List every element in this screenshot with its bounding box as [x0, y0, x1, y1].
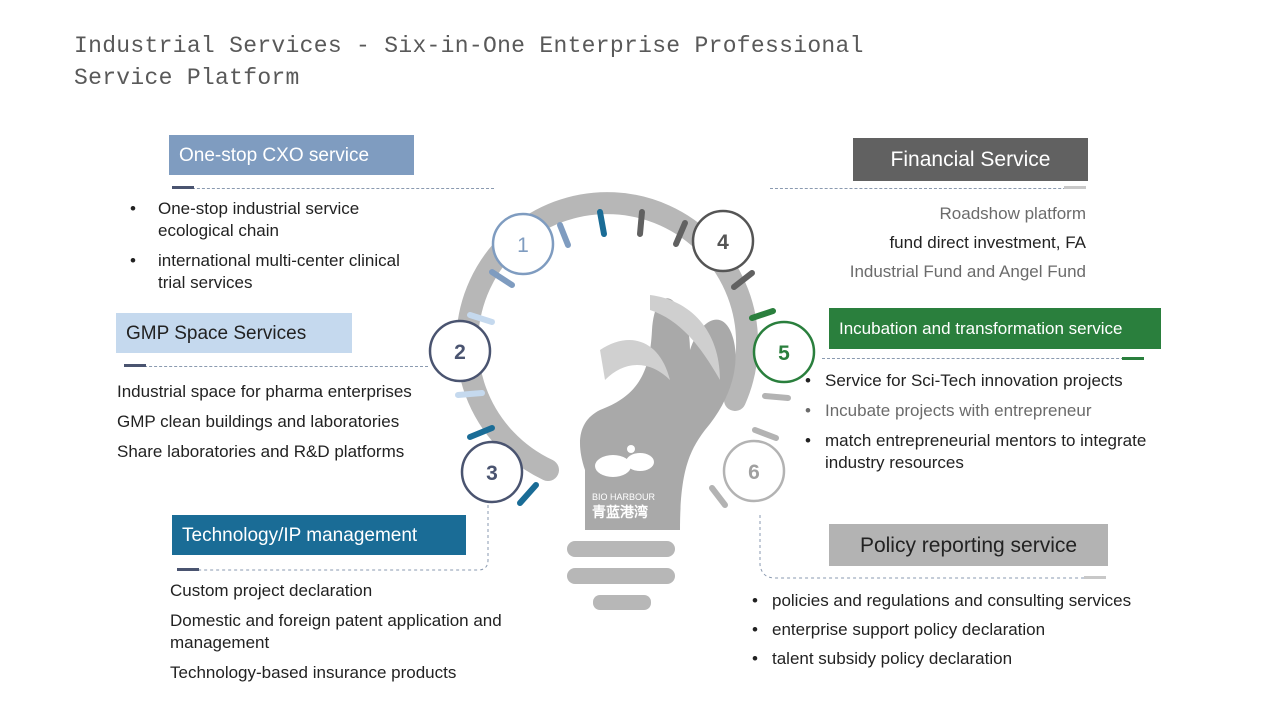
tech-header-label: Technology/IP management: [182, 524, 418, 546]
circle-5: [752, 320, 816, 384]
financial-header-label: Financial Service: [890, 148, 1051, 171]
incubation-header-label: Incubation and transformation service: [839, 319, 1123, 338]
cxo-header-label: One-stop CXO service: [179, 144, 370, 166]
list-item: Service for Sci-Tech innovation projects: [803, 370, 1193, 392]
circle-1: [491, 212, 555, 276]
financial-divider: [770, 188, 1086, 189]
tech-tick: [177, 568, 199, 571]
circle-number-5: 5: [778, 342, 790, 365]
financial-header: Financial Service: [853, 138, 1088, 181]
circle-number-6: 6: [748, 461, 760, 484]
bulb-base-bar-1: [567, 541, 675, 557]
list-item: Incubate projects with entrepreneur: [803, 400, 1193, 422]
financial-list: Roadshow platform fund direct investment…: [830, 203, 1086, 283]
ray-13: [467, 425, 495, 440]
incubation-list: Service for Sci-Tech innovation projects…: [803, 370, 1193, 474]
ray-11: [467, 312, 495, 325]
bulb-rays: [455, 209, 791, 508]
policy-list: policies and regulations and consulting …: [750, 590, 1220, 670]
list-item: international multi-center clinical tria…: [120, 250, 420, 294]
policy-header: Policy reporting service: [829, 524, 1108, 566]
list-item: enterprise support policy declaration: [750, 619, 1220, 641]
policy-header-label: Policy reporting service: [859, 533, 1078, 557]
ray-1: [557, 222, 571, 248]
list-item: Domestic and foreign patent application …: [170, 611, 502, 652]
circle-number-2: 2: [454, 341, 466, 364]
gmp-tick: [124, 364, 146, 367]
bulb-inner-wave: [600, 340, 670, 380]
list-item: talent subsidy policy declaration: [750, 648, 1220, 670]
tech-list: Custom project declaration Domestic and …: [170, 580, 510, 684]
logo-text-cn: 青蓝港湾: [592, 504, 648, 521]
logo-text-en: BIO HARBOUR: [592, 492, 656, 502]
circle-number-3: 3: [486, 462, 498, 485]
list-item: fund direct investment, FA: [889, 233, 1086, 252]
cxo-list: One-stop industrial service ecological c…: [120, 198, 420, 294]
ray-8: [752, 427, 779, 441]
bulb-inner-wave-2: [650, 295, 720, 380]
ray-6: [749, 308, 776, 321]
list-item: Custom project declaration: [170, 581, 373, 600]
gmp-header-label: GMP Space Services: [126, 322, 307, 344]
connector-3-tech: [185, 505, 489, 571]
incubation-header: Incubation and transformation service: [829, 308, 1161, 349]
list-item: Technology-based insurance products: [170, 663, 457, 682]
circle-3: [460, 440, 524, 504]
ray-14: [517, 482, 539, 506]
ray-12: [455, 390, 485, 398]
list-item: Industrial Fund and Angel Fund: [849, 262, 1086, 281]
list-item: Industrial space for pharma enterprises: [117, 382, 412, 401]
ray-4: [673, 220, 688, 247]
connector-6-policy: [759, 515, 1100, 579]
ray-7: [762, 393, 791, 401]
bulb-base-bar-2: [567, 568, 675, 584]
ray-5: [731, 270, 755, 290]
gmp-header: GMP Space Services: [116, 313, 352, 353]
gmp-divider: [124, 366, 428, 367]
bio-harbour-logo-mark: [595, 445, 654, 477]
cxo-divider: [172, 188, 494, 189]
bulb-base-bar-3: [593, 595, 651, 610]
incubation-tick: [1122, 357, 1144, 360]
list-item: GMP clean buildings and laboratories: [117, 412, 400, 431]
financial-tick: [1064, 186, 1086, 189]
circle-2: [428, 319, 492, 383]
page-title: Industrial Services - Six-in-One Enterpr…: [74, 33, 864, 91]
cxo-header: One-stop CXO service: [169, 135, 414, 175]
ray-2: [597, 209, 607, 237]
policy-tick: [1084, 576, 1106, 579]
ray-3: [637, 209, 645, 237]
list-item: match entrepreneurial mentors to integra…: [803, 430, 1193, 474]
list-item: Roadshow platform: [939, 204, 1086, 223]
circle-6: [722, 439, 786, 503]
list-item: One-stop industrial service ecological c…: [120, 198, 420, 242]
circle-4: [691, 209, 755, 273]
circle-number-4: 4: [717, 231, 729, 254]
bulb-ring: [456, 192, 759, 481]
list-item: policies and regulations and consulting …: [750, 590, 1220, 612]
list-item: Share laboratories and R&D platforms: [117, 442, 405, 461]
ray-9: [709, 485, 728, 508]
circle-number-1: 1: [517, 234, 529, 257]
tech-header: Technology/IP management: [172, 515, 466, 555]
gmp-list: Industrial space for pharma enterprises …: [117, 381, 457, 463]
cxo-tick: [172, 186, 194, 189]
ray-10: [489, 269, 515, 288]
incubation-divider: [822, 358, 1144, 359]
